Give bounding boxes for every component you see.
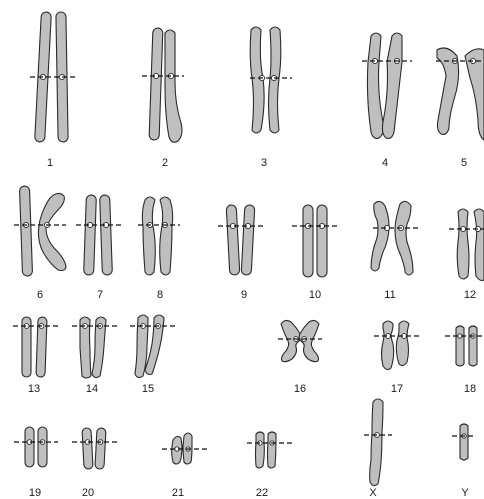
chromosome-group-2: 2 xyxy=(142,28,184,169)
chromosome-label-6: 6 xyxy=(37,289,43,301)
chromosome-12a xyxy=(457,209,469,279)
chromosome-4a xyxy=(367,33,383,138)
chromosome-9a xyxy=(226,205,240,275)
chromosome-label-20: 20 xyxy=(82,487,94,499)
chromosome-7a xyxy=(84,195,97,275)
chromosome-11b xyxy=(395,201,413,275)
chromosome-label-18: 18 xyxy=(464,383,476,395)
chromosome-label-13: 13 xyxy=(28,383,40,395)
chromosome-19a xyxy=(25,427,34,467)
chromosome-18b xyxy=(469,326,477,366)
chromosome-2a xyxy=(149,28,163,140)
chromosome-x xyxy=(370,399,383,486)
chromosome-group-8: 8 xyxy=(138,197,180,301)
chromosome-group-1: 1 xyxy=(30,12,76,169)
chromosome-group-10: 10 xyxy=(292,205,338,301)
chromosome-label-17: 17 xyxy=(391,383,403,395)
chromosome-group-4: 4 xyxy=(362,33,412,169)
chromosome-group-9: 9 xyxy=(218,205,265,301)
chromosome-group-18: 18 xyxy=(445,326,484,395)
chromosome-17b xyxy=(396,321,409,366)
chromosome-group-14: 14 xyxy=(72,317,118,395)
chromosome-18a xyxy=(456,326,464,366)
chromosome-7b xyxy=(100,195,113,275)
chromosome-group-21: 21 xyxy=(162,433,208,499)
chromosome-20b xyxy=(95,428,106,469)
chromosome-label-10: 10 xyxy=(309,289,321,301)
chromosome-group-20: 20 xyxy=(72,428,118,499)
chromosome-11a xyxy=(371,201,389,271)
chromosome-group-x: X xyxy=(364,399,392,499)
chromosome-20a xyxy=(82,428,93,469)
chromosome-2b xyxy=(165,30,182,142)
chromosome-group-22: 22 xyxy=(247,432,293,499)
chromosome-label-2: 2 xyxy=(162,157,168,169)
chromosome-label-19: 19 xyxy=(29,487,41,499)
chromosome-6b xyxy=(38,193,66,270)
chromosome-label-y: Y xyxy=(461,487,469,499)
chromosome-group-5: 5 xyxy=(436,48,484,169)
chromosome-label-x: X xyxy=(369,487,377,499)
chromosome-label-22: 22 xyxy=(256,487,268,499)
chromosome-label-21: 21 xyxy=(172,487,184,499)
chromosome-12b xyxy=(474,209,484,281)
chromosome-label-15: 15 xyxy=(142,383,154,395)
chromosome-label-3: 3 xyxy=(261,157,267,169)
chromosome-label-9: 9 xyxy=(241,289,247,301)
chromosome-6a xyxy=(19,186,32,276)
chromosome-8b xyxy=(160,197,173,275)
chromosome-group-y: Y xyxy=(452,424,476,499)
chromosome-19b xyxy=(38,427,47,467)
chromosome-label-4: 4 xyxy=(382,157,388,169)
chromosome-group-11: 11 xyxy=(371,201,418,301)
chromosome-group-16: 16 xyxy=(278,320,322,395)
chromosome-9b xyxy=(241,205,255,275)
chromosome-10b xyxy=(317,205,327,277)
chromosome-label-16: 16 xyxy=(294,383,306,395)
chromosome-group-13: 13 xyxy=(13,317,58,395)
chromosome-y xyxy=(460,424,468,460)
chromosome-group-3: 3 xyxy=(250,27,292,169)
chromosome-label-12: 12 xyxy=(464,289,476,301)
chromosome-label-14: 14 xyxy=(86,383,98,395)
chromosome-group-15: 15 xyxy=(130,315,178,395)
chromosome-group-12: 12 xyxy=(449,209,484,301)
chromosome-group-19: 19 xyxy=(14,427,58,499)
chromosome-17a xyxy=(382,321,394,370)
chromosome-10a xyxy=(303,205,313,277)
chromosome-4b xyxy=(382,33,402,138)
chromosome-group-17: 17 xyxy=(374,321,420,395)
chromosome-8a xyxy=(142,197,155,275)
chromosome-group-6: 6 xyxy=(14,186,66,301)
chromosome-label-7: 7 xyxy=(97,289,103,301)
chromosome-label-8: 8 xyxy=(157,289,163,301)
chromosome-group-7: 7 xyxy=(76,195,124,301)
chromosome-label-1: 1 xyxy=(47,157,53,169)
chromosome-22b xyxy=(268,432,277,468)
chromosome-label-11: 11 xyxy=(384,289,395,301)
chromosome-label-5: 5 xyxy=(461,157,467,169)
chromosome-22a xyxy=(256,432,265,468)
